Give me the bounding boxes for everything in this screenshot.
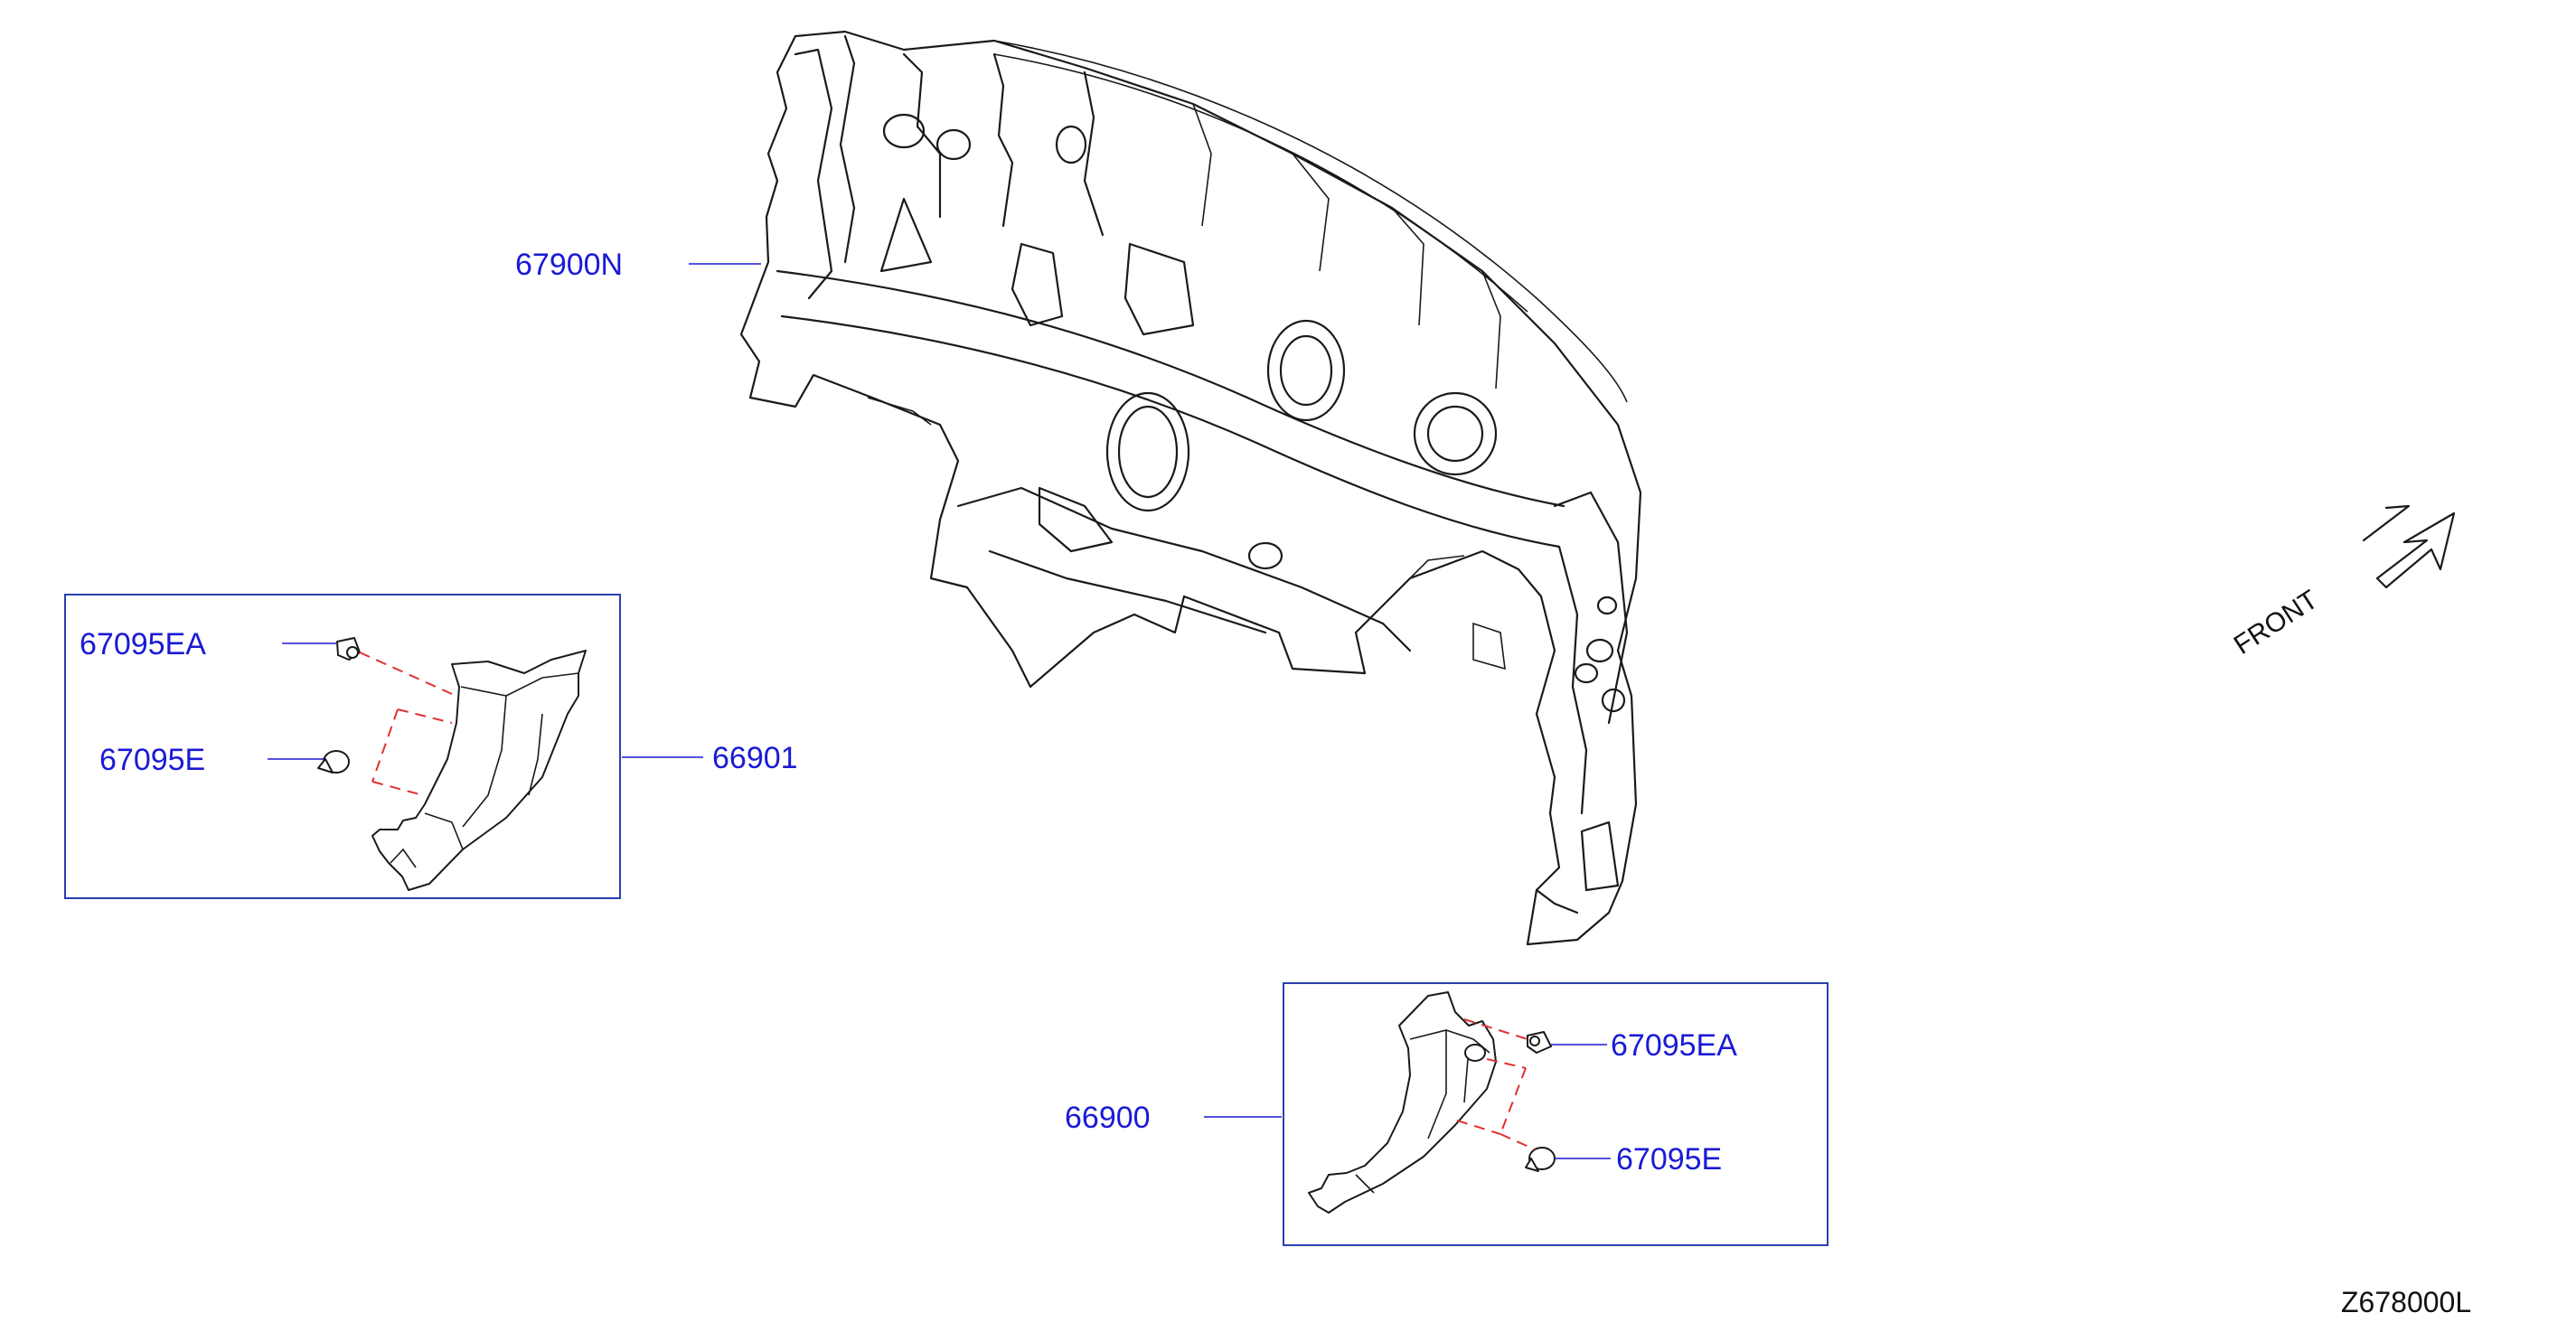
- finisher-left-part: [371, 650, 587, 891]
- clip-ea-left: [336, 637, 361, 661]
- front-label: FRONT: [2229, 585, 2324, 661]
- dash-panel-drawing: [739, 30, 1642, 946]
- finisher-right-part-number[interactable]: 66900: [1065, 1101, 1151, 1135]
- clip-ea-left-part-number[interactable]: 67095EA: [80, 627, 206, 661]
- right-finisher-group: [1283, 982, 1829, 1246]
- clip-e-right: [1525, 1147, 1556, 1172]
- left-finisher-group: [64, 594, 621, 899]
- clip-e-left: [317, 750, 350, 774]
- clip-ea-right: [1527, 1031, 1552, 1054]
- dash-panel-part-number[interactable]: 67900N: [515, 248, 623, 282]
- clip-e-left-part-number[interactable]: 67095E: [99, 743, 205, 777]
- finisher-left-part-number[interactable]: 66901: [712, 741, 798, 775]
- left-finisher-box: [64, 594, 621, 899]
- right-finisher-box: [1283, 982, 1829, 1246]
- finisher-right-part: [1308, 991, 1497, 1214]
- clip-e-right-part-number[interactable]: 67095E: [1616, 1142, 1722, 1177]
- front-arrow-icon: [2362, 504, 2456, 589]
- clip-ea-right-part-number[interactable]: 67095EA: [1611, 1028, 1737, 1063]
- diagram-code: Z678000L: [2341, 1286, 2471, 1318]
